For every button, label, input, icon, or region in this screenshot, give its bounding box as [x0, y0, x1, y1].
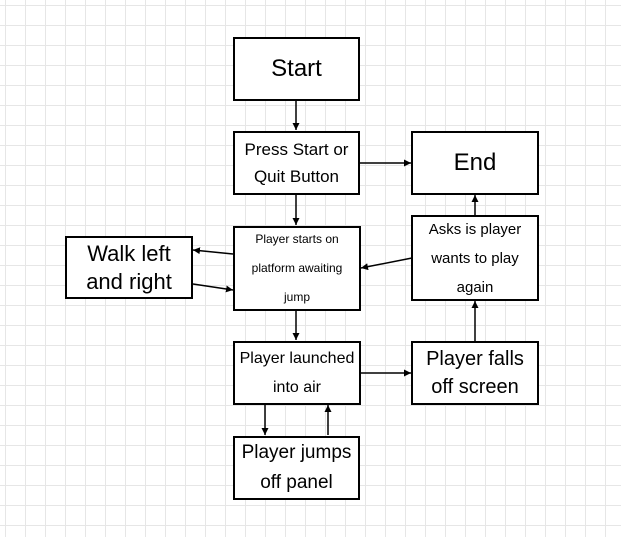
press-start-or-quit-node: Press Start or Quit Button: [233, 131, 360, 195]
player-jumps-label: Player jumps off panel: [241, 442, 352, 493]
asks-play-again-label: Asks is player wants to play again: [428, 220, 522, 296]
player-starts-on-platform-node: Player starts on platform awaiting jump: [233, 226, 361, 311]
player-launched-node: Player launched into air: [233, 341, 361, 405]
player-falls-label: Player falls off screen: [426, 348, 524, 398]
player-launched-label: Player launched into air: [239, 350, 355, 396]
start-node: Start: [233, 37, 360, 101]
end-label: End: [453, 149, 497, 176]
walk-left-and-right-node: Walk left and right: [65, 236, 193, 299]
player-jumps-node: Player jumps off panel: [233, 436, 360, 500]
press-start-or-quit-label: Press Start or Quit Button: [244, 140, 349, 186]
edge-walk-platform: [192, 283, 234, 293]
player-starts-on-platform-label: Player starts on platform awaiting jump: [251, 232, 343, 304]
asks-play-again-node: Asks is player wants to play again: [411, 215, 539, 301]
walk-left-and-right-label: Walk left and right: [86, 240, 172, 294]
edge-platform-walk: [192, 247, 234, 255]
end-node: End: [411, 131, 539, 195]
start-label: Start: [271, 55, 322, 82]
player-falls-node: Player falls off screen: [411, 341, 539, 405]
edge-asks-platform: [360, 257, 413, 271]
